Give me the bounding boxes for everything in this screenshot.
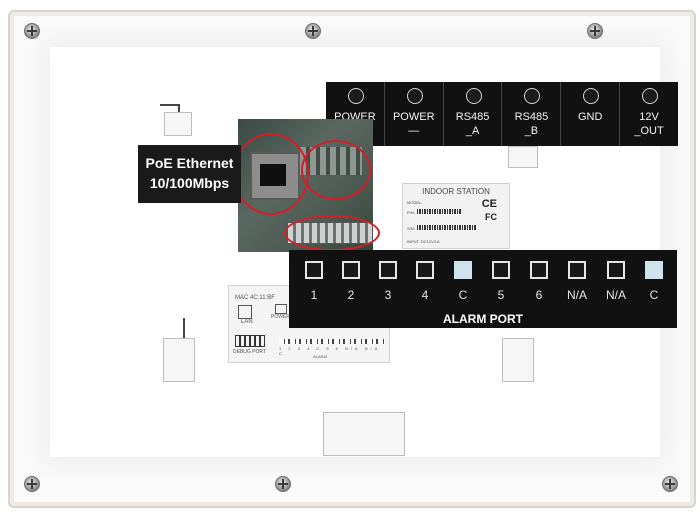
sticker-sn: S/N: xyxy=(407,226,415,231)
alarm-terminal-na2[interactable] xyxy=(607,261,625,279)
debug-port-label: DEBUG PORT xyxy=(233,349,266,355)
screw-top-left xyxy=(24,23,40,39)
alarm-terminal-c1[interactable] xyxy=(454,261,472,279)
terminal-hole-icon xyxy=(583,88,600,104)
terminal-rs485-a[interactable]: RS485 _A xyxy=(444,82,503,146)
power-label: POWER xyxy=(271,314,290,320)
poe-line-2: 10/100Mbps xyxy=(149,175,230,191)
alarm-terminal-5[interactable] xyxy=(492,261,510,279)
terminal-hole-icon xyxy=(465,88,482,104)
alarm-terminal-6[interactable] xyxy=(530,261,548,279)
alarm-terminal-c2[interactable] xyxy=(645,261,663,279)
indoor-station-sticker: INDOOR STATION MODEL: P/N: S/N: INPUT: D… xyxy=(402,183,510,249)
power-port-icon xyxy=(275,304,287,314)
terminal-label: RS485 _A xyxy=(455,111,490,137)
mount-slot-bottom-right xyxy=(502,338,534,382)
debug-port[interactable] xyxy=(235,335,265,347)
power-terminal-strip: POWER + POWER — RS485 _A RS485 _B GND 12… xyxy=(326,82,678,146)
mount-hook-bottom-left xyxy=(163,318,185,340)
alarm-terminal-label: N/A xyxy=(566,288,587,302)
alarm-terminal-1[interactable] xyxy=(305,261,323,279)
highlight-circle-ethernet xyxy=(233,133,309,215)
terminal-hole-icon xyxy=(347,88,364,104)
terminal-label: POWER — xyxy=(392,111,435,137)
terminal-gnd[interactable]: GND xyxy=(561,82,621,146)
screw-top-right xyxy=(587,23,603,39)
alarm-terminal-label: 3 xyxy=(384,288,392,302)
screw-bottom-right xyxy=(662,476,678,492)
terminal-label: GND xyxy=(578,111,603,123)
alarm-terminal-2[interactable] xyxy=(342,261,360,279)
sticker-input: INPUT: DC12V/1A xyxy=(407,239,440,244)
fcc-mark-icon: FC xyxy=(485,212,497,222)
ce-mark-icon: CE xyxy=(481,198,497,210)
sticker-title: INDOOR STATION xyxy=(422,187,490,196)
alarm-terminal-label: 6 xyxy=(535,288,543,302)
lan-port-icon xyxy=(238,305,252,319)
alarm-port-panel: 1 2 3 4 C 5 6 N/A N/A C ALARM PORT xyxy=(289,250,677,328)
poe-line-1: PoE Ethernet xyxy=(145,155,234,171)
terminal-rs485-b[interactable]: RS485 _B xyxy=(502,82,562,146)
alarm-terminal-3[interactable] xyxy=(379,261,397,279)
mini-alarm-label: ALARM xyxy=(313,354,327,359)
alarm-terminal-label: 2 xyxy=(347,288,355,302)
alarm-terminal-na1[interactable] xyxy=(568,261,586,279)
alarm-terminal-label: 5 xyxy=(497,288,505,302)
barcode-icon xyxy=(417,225,477,230)
mount-slot-top-right xyxy=(508,146,538,168)
sticker-pn: P/N: xyxy=(407,210,415,215)
alarm-terminal-label: 4 xyxy=(421,288,429,302)
alarm-terminal-label: C xyxy=(649,288,659,302)
terminal-label: RS485 _B xyxy=(514,111,549,137)
screw-top-center xyxy=(305,23,321,39)
sticker-model: MODEL: xyxy=(407,200,423,205)
screw-bottom-left xyxy=(24,476,40,492)
mount-slot-bottom-left xyxy=(163,338,195,382)
mount-slot-bottom-center xyxy=(323,412,405,456)
alarm-port-title: ALARM PORT xyxy=(443,312,523,326)
terminal-hole-icon xyxy=(406,88,423,104)
alarm-terminal-label: 1 xyxy=(310,288,318,302)
terminal-hole-icon xyxy=(642,88,659,104)
lan-label: LAN xyxy=(241,319,253,325)
highlight-circle-connector xyxy=(284,215,380,251)
mini-alarm-numbers: 1 2 3 4 C 5 6 N/A N/A C xyxy=(279,346,381,356)
mini-alarm-terminals xyxy=(279,339,385,344)
mac-address: MAC 4C:11:BF xyxy=(235,295,275,301)
mount-slot-top-left xyxy=(164,112,192,136)
alarm-terminal-label: N/A xyxy=(605,288,626,302)
screw-bottom-center xyxy=(275,476,291,492)
alarm-terminal-4[interactable] xyxy=(416,261,434,279)
terminal-power-minus[interactable]: POWER — xyxy=(385,82,444,146)
barcode-icon xyxy=(417,209,461,214)
poe-ethernet-label: PoE Ethernet 10/100Mbps xyxy=(138,145,241,203)
alarm-terminal-label: C xyxy=(458,288,468,302)
highlight-circle-header xyxy=(301,140,371,200)
terminal-12v-out[interactable]: 12V _OUT xyxy=(620,82,678,146)
terminal-hole-icon xyxy=(524,88,541,104)
terminal-label: 12V _OUT xyxy=(634,111,664,137)
